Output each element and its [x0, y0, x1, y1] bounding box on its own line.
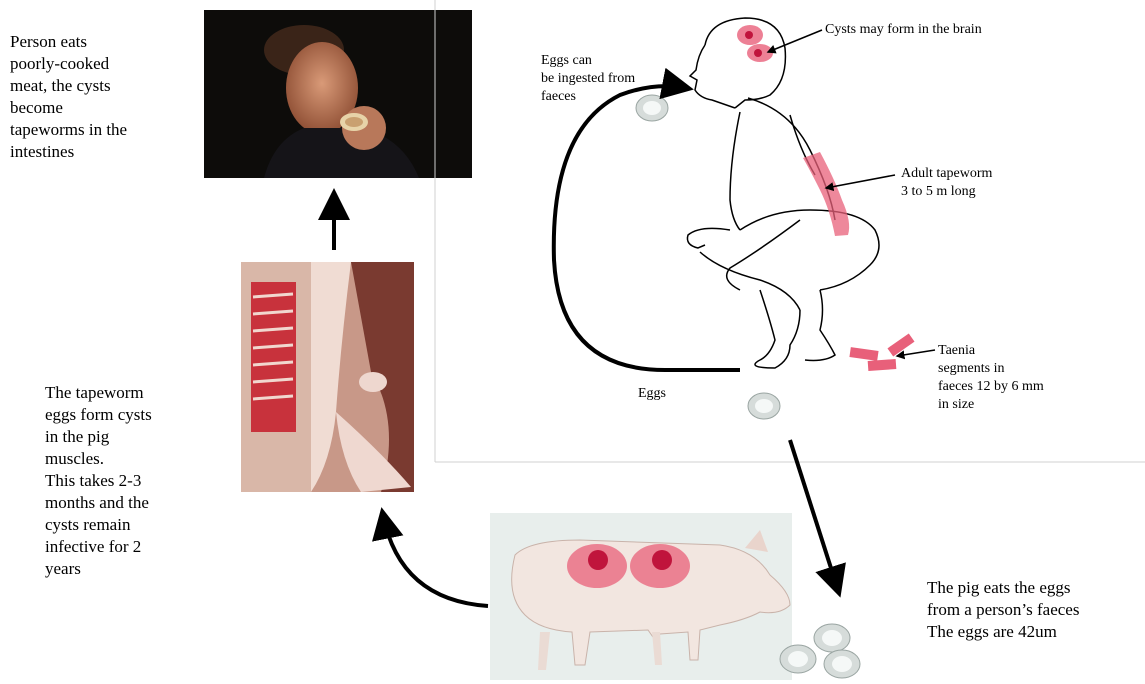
- label-segments: Taenia segments in faeces 12 by 6 mm in …: [938, 342, 1088, 414]
- arrow-pig-to-carcass: [383, 515, 488, 606]
- brain-cyst-1-core: [745, 31, 753, 39]
- egg-below-feet: [748, 393, 780, 419]
- egg-cluster: [780, 624, 860, 678]
- taenia-segments: [849, 333, 914, 371]
- label-cysts-brain: Cysts may form in the brain: [825, 21, 1045, 39]
- human-figure: [687, 18, 879, 368]
- pig-cyst-2-core: [652, 550, 672, 570]
- pig-cyst-1-core: [588, 550, 608, 570]
- label-eggs-ingested: Eggs can be ingested from faeces: [541, 52, 671, 106]
- label-adult-tapeworm: Adult tapeworm 3 to 5 m long: [901, 165, 1041, 201]
- adult-tapeworm: [803, 152, 849, 236]
- pointer-brain-cyst: [768, 30, 822, 52]
- label-eggs: Eggs: [638, 385, 698, 403]
- brain-cyst-2-core: [754, 49, 762, 57]
- pointer-segments: [897, 350, 935, 356]
- pointer-adult-tapeworm: [826, 175, 895, 188]
